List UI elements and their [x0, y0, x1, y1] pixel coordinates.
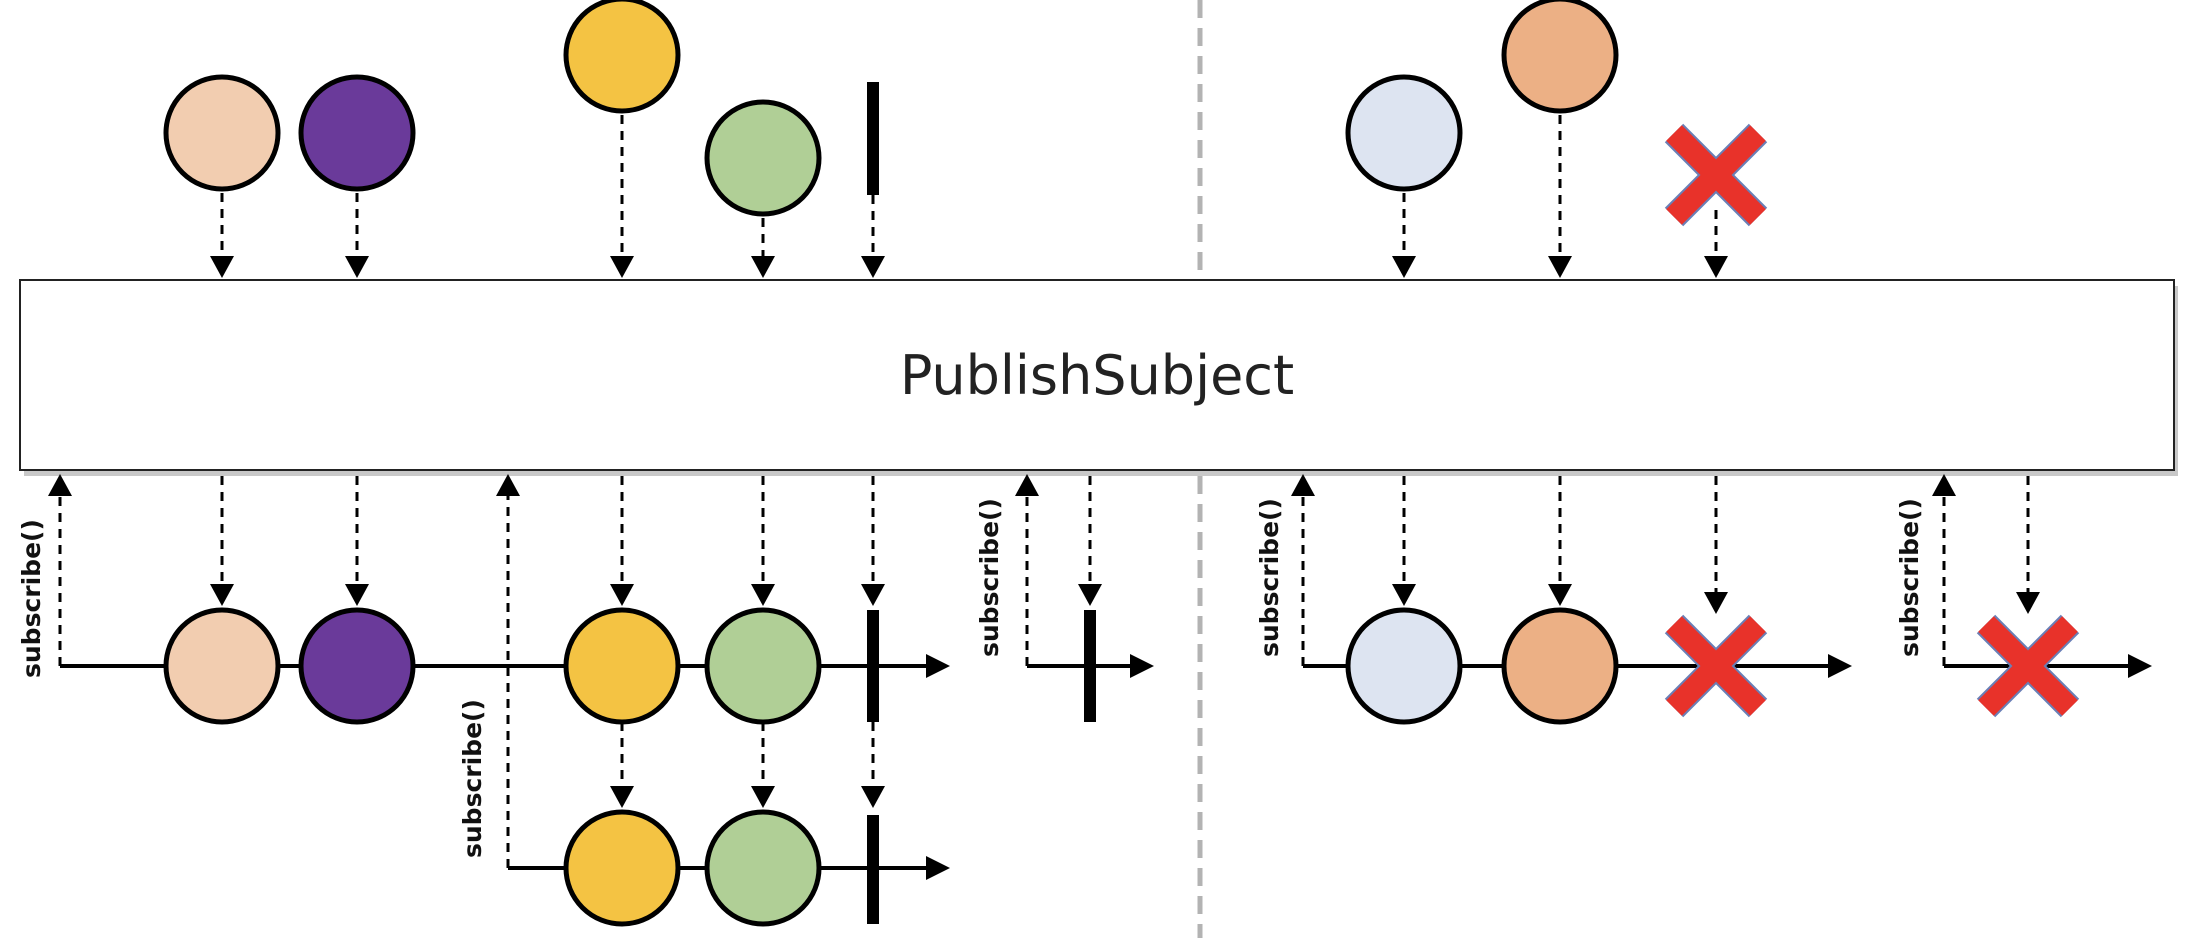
subscribe-call-arrowhead-1 [48, 474, 72, 496]
subscriber-timeline-arrowhead-1 [926, 654, 950, 678]
subscriber-2-complete-delivery-arrowhead [861, 786, 885, 808]
source-emission-arrowhead-8 [1704, 256, 1728, 278]
source-complete-bar [867, 82, 879, 195]
source-marble-7 [1501, 0, 1619, 114]
subscriber-3-complete-bar [1084, 610, 1096, 722]
subscribe-label-subscriber-4: subscribe() [1255, 498, 1284, 657]
subscriber-4-marble-2 [1501, 607, 1619, 725]
source-emission-arrowhead-2 [345, 256, 369, 278]
subscribe-label-subscriber-3: subscribe() [975, 498, 1004, 657]
subscriber-2-delivery-line-2-arrowhead [751, 786, 775, 808]
source-marble-3 [563, 0, 681, 114]
subscriber-1-complete-delivery-arrowhead [861, 584, 885, 606]
subscriber-4-delivery-line-2-arrowhead [1548, 584, 1572, 606]
subscriber-4-delivery-line-1-arrowhead [1392, 584, 1416, 606]
subscriber-timeline-arrowhead-4 [1828, 654, 1852, 678]
subscriber-2-complete-bar [867, 815, 879, 924]
source-emission-arrowhead-1 [210, 256, 234, 278]
source-emission-arrowhead-4 [751, 256, 775, 278]
subscriber-1-marble-1 [163, 607, 281, 725]
subscribe-label-subscriber-2: subscribe() [458, 699, 487, 858]
subscriber-1-marble-3 [563, 607, 681, 725]
subscriber-2-delivery-line-1-arrowhead [610, 786, 634, 808]
source-marble-2 [298, 74, 416, 192]
source-error-x [1666, 125, 1766, 225]
subscriber-5-error-x [1978, 616, 2078, 716]
subscriber-4-error-delivery-arrowhead [1704, 592, 1728, 614]
subscribe-call-arrowhead-2 [496, 474, 520, 496]
subscriber-2-marble-1 [563, 809, 681, 927]
subscriber-4-error-x [1666, 616, 1766, 716]
subject-box [19, 279, 2175, 471]
subscriber-2-marble-2 [704, 809, 822, 927]
subscriber-1-delivery-line-2-arrowhead [345, 584, 369, 606]
subscriber-1-marble-4 [704, 607, 822, 725]
subscribe-call-arrowhead-4 [1291, 474, 1315, 496]
subscriber-timeline-arrowhead-5 [2128, 654, 2152, 678]
subscriber-1-marble-2 [298, 607, 416, 725]
subscriber-timeline-arrowhead-2 [926, 856, 950, 880]
subscriber-4-marble-1 [1345, 607, 1463, 725]
source-emission-arrowhead-6 [1392, 256, 1416, 278]
subscriber-timeline-arrowhead-3 [1130, 654, 1154, 678]
source-marble-1 [163, 74, 281, 192]
source-emission-arrowhead-7 [1548, 256, 1572, 278]
subscribe-call-arrowhead-5 [1932, 474, 1956, 496]
subscribe-label-subscriber-5: subscribe() [1895, 498, 1924, 657]
source-emission-arrowhead-5 [861, 256, 885, 278]
subscriber-3-complete-delivery-arrowhead [1078, 584, 1102, 606]
subscriber-1-delivery-line-3-arrowhead [610, 584, 634, 606]
subscriber-1-delivery-line-1-arrowhead [210, 584, 234, 606]
publish-subject-label: PublishSubject [899, 343, 1295, 407]
source-marble-6 [1345, 74, 1463, 192]
subscribe-call-arrowhead-3 [1015, 474, 1039, 496]
subscriber-1-complete-bar [867, 610, 879, 722]
subscribe-label-subscriber-1: subscribe() [17, 519, 46, 678]
subscriber-5-error-delivery-arrowhead [2016, 592, 2040, 614]
source-marble-4 [704, 99, 822, 217]
source-emission-arrowhead-3 [610, 256, 634, 278]
subscriber-1-delivery-line-4-arrowhead [751, 584, 775, 606]
